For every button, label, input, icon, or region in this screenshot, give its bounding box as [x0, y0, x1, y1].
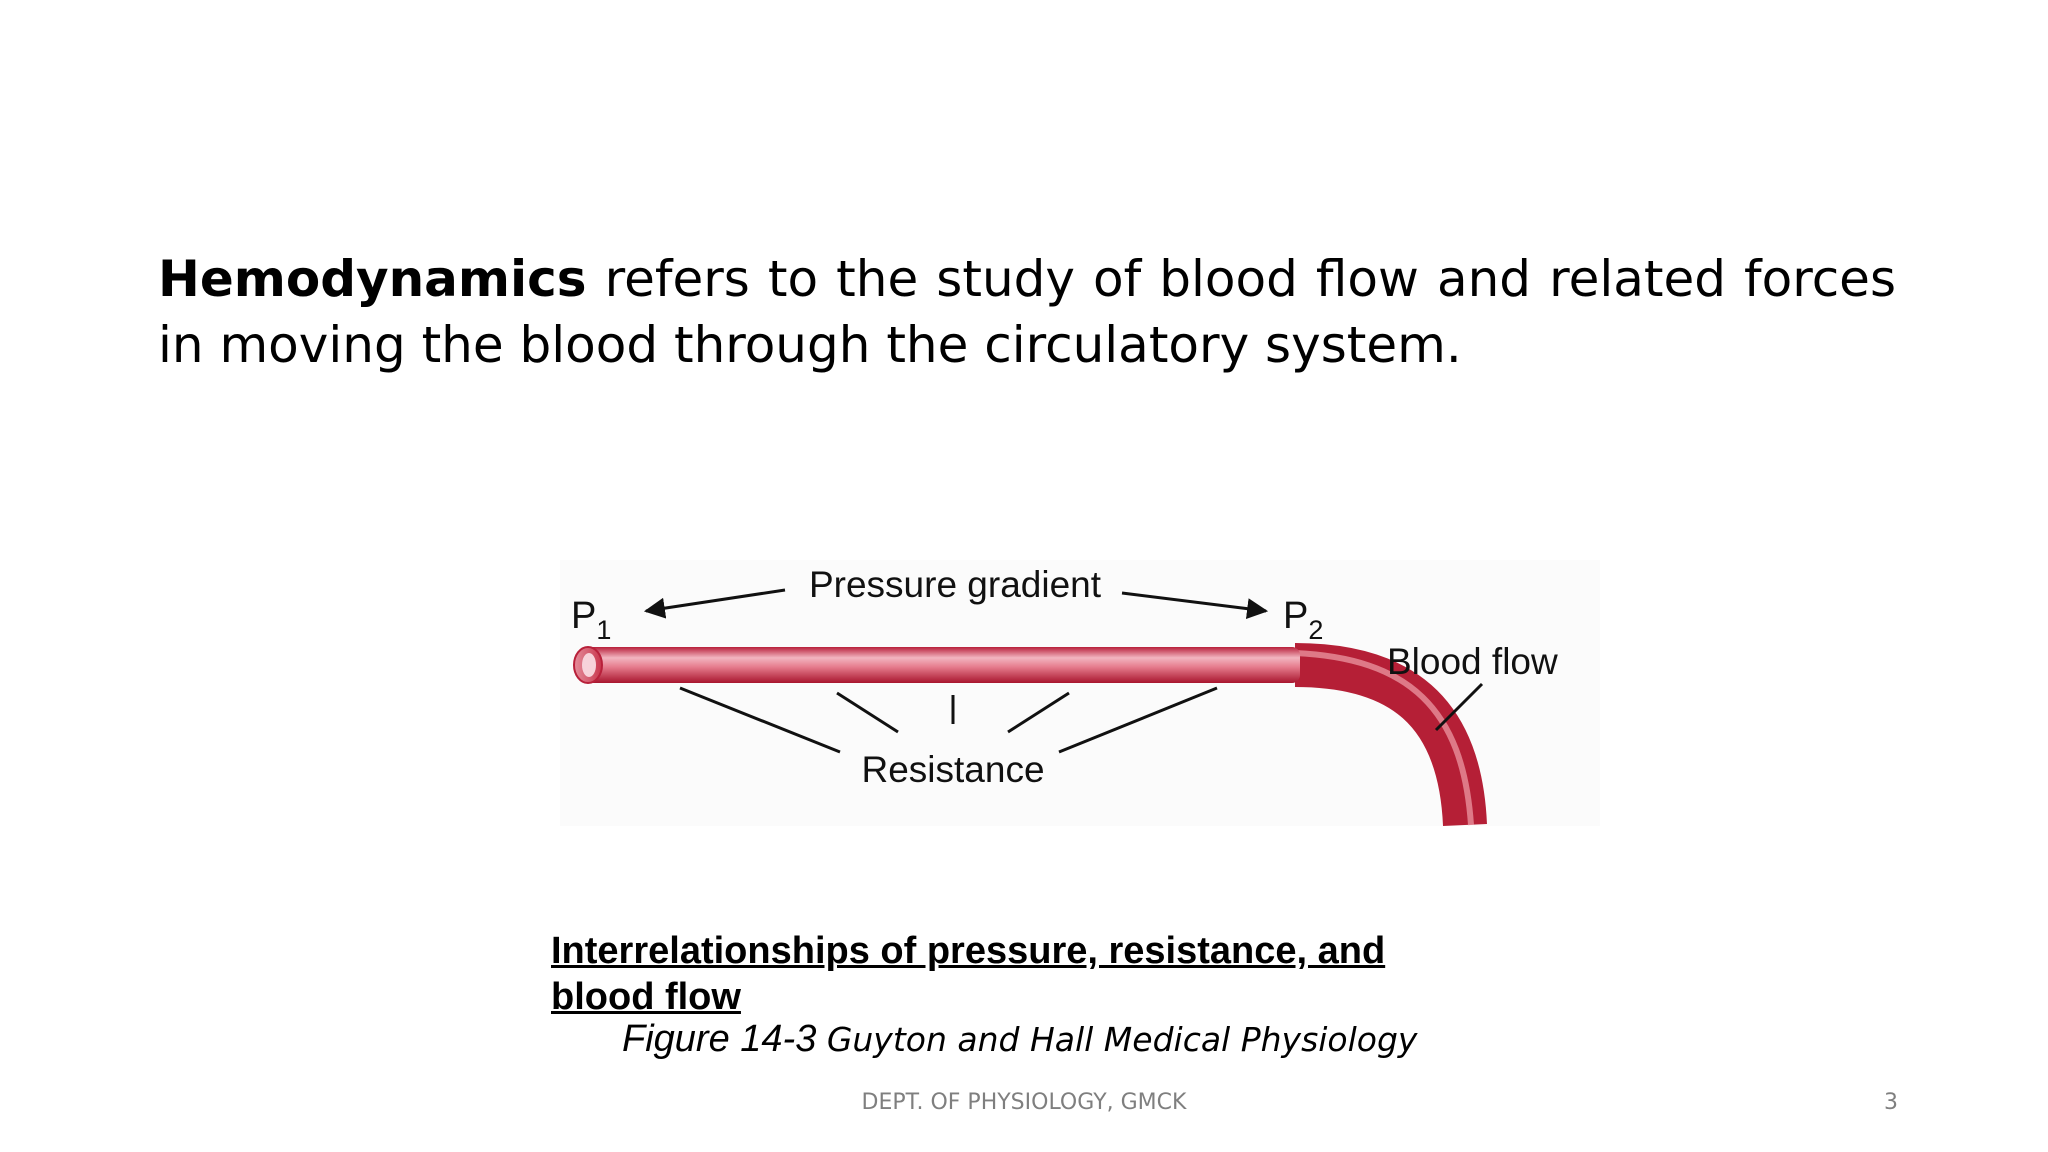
pressure-arrow-right: [1121, 591, 1269, 620]
blood-flow-leader: [1434, 682, 1484, 732]
resistance-leader-1: [679, 686, 841, 754]
curved-vessel: [1294, 643, 1487, 827]
figure-reference: Figure 14-3 Guyton and Hall Medical Phys…: [622, 1018, 1417, 1061]
p1-subscript: 1: [596, 615, 611, 645]
p2-label: P2: [1283, 595, 1323, 645]
resistance-leader-2: [836, 691, 899, 734]
page-number: 3: [1884, 1090, 1898, 1115]
figure-source: Guyton and Hall Medical Physiology: [816, 1020, 1418, 1059]
blood-flow-label: Blood flow: [1387, 641, 1558, 682]
pressure-arrow-left: [643, 588, 786, 619]
resistance-leader-5: [1058, 686, 1218, 754]
intro-paragraph: Hemodynamics refers to the study of bloo…: [158, 246, 1896, 378]
p2-letter: P: [1283, 595, 1308, 637]
vessel-lumen: [582, 653, 596, 677]
intro-term: Hemodynamics: [158, 250, 587, 308]
resistance-label: Resistance: [861, 749, 1044, 790]
hemodynamics-diagram: Pressure gradient P1 P2 Blood flow Resis…: [560, 560, 1600, 827]
figure-caption: Interrelationships of pressure, resistan…: [551, 930, 1386, 1018]
p2-subscript: 2: [1308, 615, 1323, 645]
intro-definition: refers to the study of blood flow and re…: [158, 250, 1896, 374]
pressure-gradient-label: Pressure gradient: [809, 564, 1102, 605]
resistance-leader-4: [1007, 691, 1070, 734]
figure-number: Figure 14-3: [622, 1018, 817, 1060]
footer-department: DEPT. OF PHYSIOLOGY, GMCK: [861, 1090, 1187, 1115]
p1-letter: P: [571, 595, 596, 637]
curved-vessel-highlight: [1294, 650, 1474, 826]
straight-vessel: [582, 647, 1300, 683]
p1-label: P1: [571, 595, 611, 645]
